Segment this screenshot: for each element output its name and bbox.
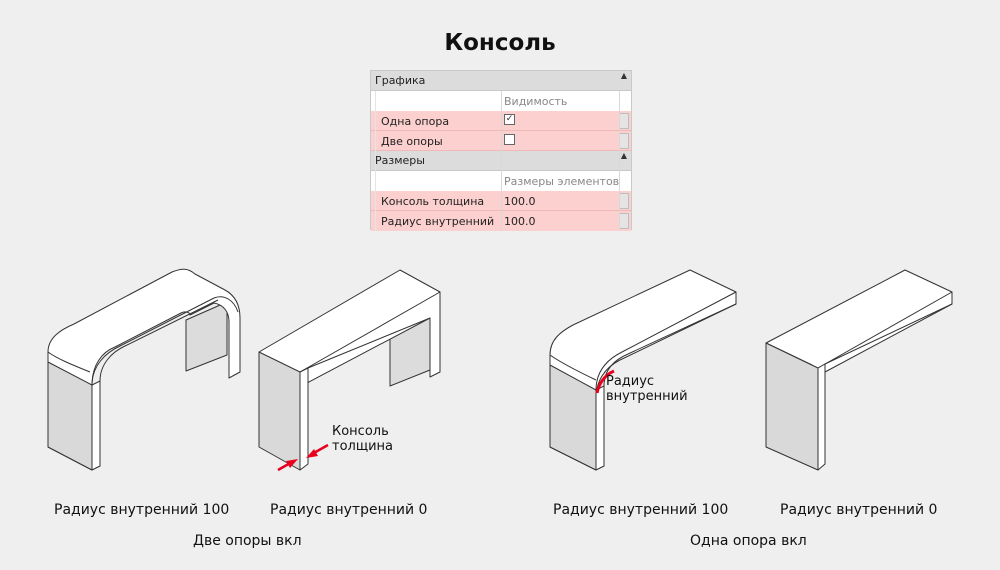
page-title: Консоль bbox=[444, 30, 556, 56]
console-one-support-radius-0 bbox=[765, 269, 953, 471]
collapse-caret-icon[interactable]: ▲ bbox=[620, 71, 627, 80]
radius-annotation: Радиус внутренний bbox=[606, 374, 688, 404]
caption-fig1: Радиус внутренний 100 bbox=[54, 502, 230, 518]
one-support-checkbox[interactable]: ✓ bbox=[504, 114, 515, 125]
thickness-annotation: Консоль толщина bbox=[332, 424, 393, 454]
column-divider bbox=[501, 91, 502, 231]
inner-radius-value-field[interactable]: 100.0 bbox=[504, 215, 536, 228]
property-label: Одна опора bbox=[381, 115, 450, 128]
caption-fig4: Радиус внутренний 0 bbox=[780, 502, 938, 518]
group-graphics[interactable]: Графика ▲ bbox=[371, 71, 631, 91]
group-dimensions-label: Размеры bbox=[375, 154, 425, 167]
collapse-caret-icon[interactable]: ▲ bbox=[620, 151, 627, 160]
radius-annotation-line2: внутренний bbox=[606, 389, 688, 404]
caption-fig2: Радиус внутренний 0 bbox=[270, 502, 428, 518]
thickness-annotation-line2: толщина bbox=[332, 439, 393, 454]
properties-panel: Графика ▲ Видимость Одна опора ✓ Две опо… bbox=[370, 70, 632, 231]
radius-annotation-line1: Радиус bbox=[606, 374, 655, 389]
caption-fig3: Радиус внутренний 100 bbox=[553, 502, 729, 518]
group-graphics-header: Видимость bbox=[371, 91, 631, 111]
radius-annotation-arc bbox=[595, 369, 615, 394]
column-divider bbox=[619, 91, 620, 231]
property-label: Радиус внутренний bbox=[381, 215, 495, 228]
column-divider bbox=[375, 91, 376, 231]
property-label: Две опоры bbox=[381, 135, 443, 148]
property-label: Консоль толщина bbox=[381, 195, 485, 208]
two-supports-checkbox[interactable] bbox=[504, 134, 515, 145]
group-graphics-label: Графика bbox=[375, 74, 426, 87]
visibility-header: Видимость bbox=[504, 95, 568, 108]
thickness-annotation-line1: Консоль bbox=[332, 424, 389, 439]
console-two-supports-radius-0 bbox=[258, 269, 441, 471]
caption-group-left: Две опоры вкл bbox=[193, 533, 302, 549]
console-one-support-radius-100 bbox=[549, 269, 737, 471]
dimensions-header: Размеры элементов bbox=[504, 175, 620, 188]
group-dimensions-header: Размеры элементов bbox=[371, 171, 631, 191]
thickness-dimension-arrows bbox=[277, 443, 329, 472]
console-two-supports-radius-100 bbox=[47, 268, 241, 471]
caption-group-right: Одна опора вкл bbox=[690, 533, 807, 549]
thickness-value-field[interactable]: 100.0 bbox=[504, 195, 536, 208]
